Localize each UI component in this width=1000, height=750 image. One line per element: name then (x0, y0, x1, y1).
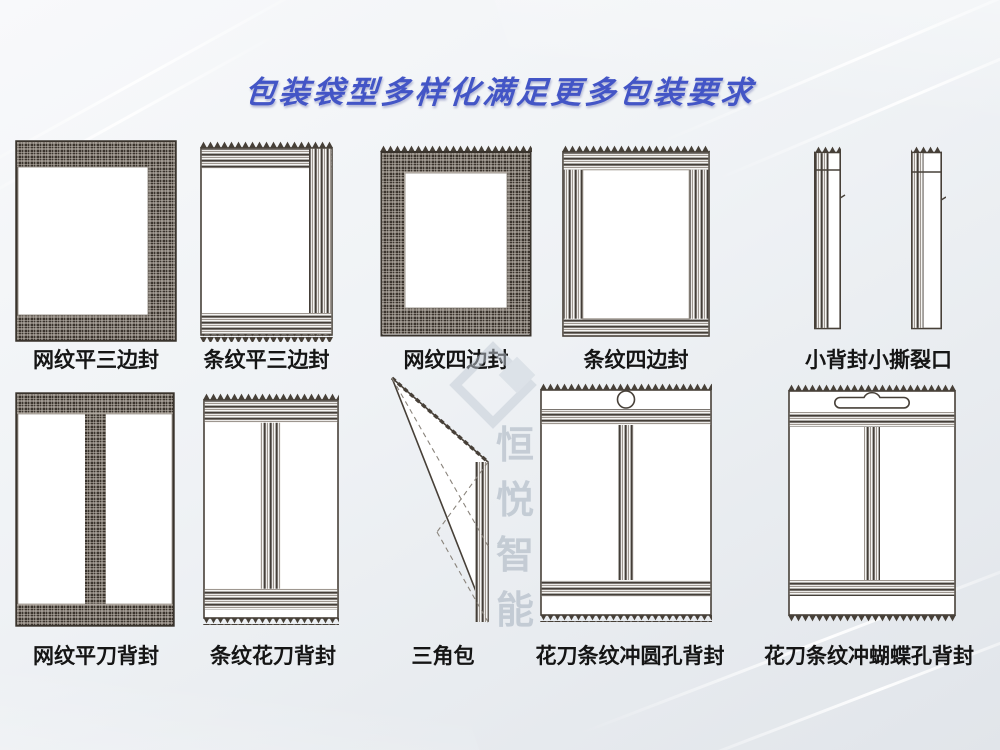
bag-label-mesh-four-side-seal: 网纹四边封 (403, 348, 509, 372)
bag-label-round-hole-back-seal: 花刀条纹冲圆孔背封 (535, 644, 725, 668)
bag-label-stripe-four-side-seal: 条纹四边封 (583, 348, 689, 372)
bag-label-stripe-flat-three-side-seal: 条纹平三边封 (203, 348, 330, 372)
bag-label-small-back-seal-tear-notch: 小背封小撕裂口 (805, 348, 952, 372)
bag-stripe-flat-three-side-seal-illustration (200, 141, 333, 342)
bag-mesh-flat-three-side-seal (15, 140, 177, 342)
bag-stripe-flat-three-side-seal (200, 141, 333, 342)
bag-label-mesh-flat-three-side-seal: 网纹平三边封 (33, 348, 159, 372)
bag-mesh-flat-knife-back-seal-illustration (15, 392, 175, 627)
bag-label-triangle: 三角包 (411, 644, 475, 668)
bag-triangle-illustration (390, 376, 490, 623)
bag-stripe-four-side-seal (562, 145, 710, 337)
bag-stripe-serrated-knife-back-seal (203, 393, 339, 625)
bag-label-stripe-serrated-knife-back-seal: 条纹花刀背封 (210, 644, 336, 668)
bag-butterfly-hole-back-seal (788, 384, 956, 622)
bag-butterfly-hole-back-seal-illustration (788, 384, 956, 622)
bag-small-back-seal-tear-notch (808, 146, 946, 334)
bag-round-hole-back-seal-illustration (540, 383, 712, 622)
bag-stripe-four-side-seal-illustration (562, 145, 710, 337)
page-title: 包装袋型多样化满足更多包装要求 (243, 74, 757, 111)
bag-mesh-flat-three-side-seal-illustration (15, 140, 177, 342)
bag-label-butterfly-hole-back-seal: 花刀条纹冲蝴蝶孔背封 (764, 644, 974, 668)
bag-round-hole-back-seal (540, 383, 712, 623)
bag-mesh-four-side-seal (380, 145, 532, 337)
bag-label-mesh-flat-knife-back-seal: 网纹平刀背封 (33, 644, 159, 668)
bag-mesh-flat-knife-back-seal (15, 392, 175, 627)
bag-triangle (385, 372, 503, 630)
bag-stripe-serrated-knife-back-seal-illustration (203, 393, 339, 625)
bag-mesh-four-side-seal-illustration (380, 145, 532, 337)
bag-small-back-seal-tear-notch-illustration (814, 146, 946, 330)
